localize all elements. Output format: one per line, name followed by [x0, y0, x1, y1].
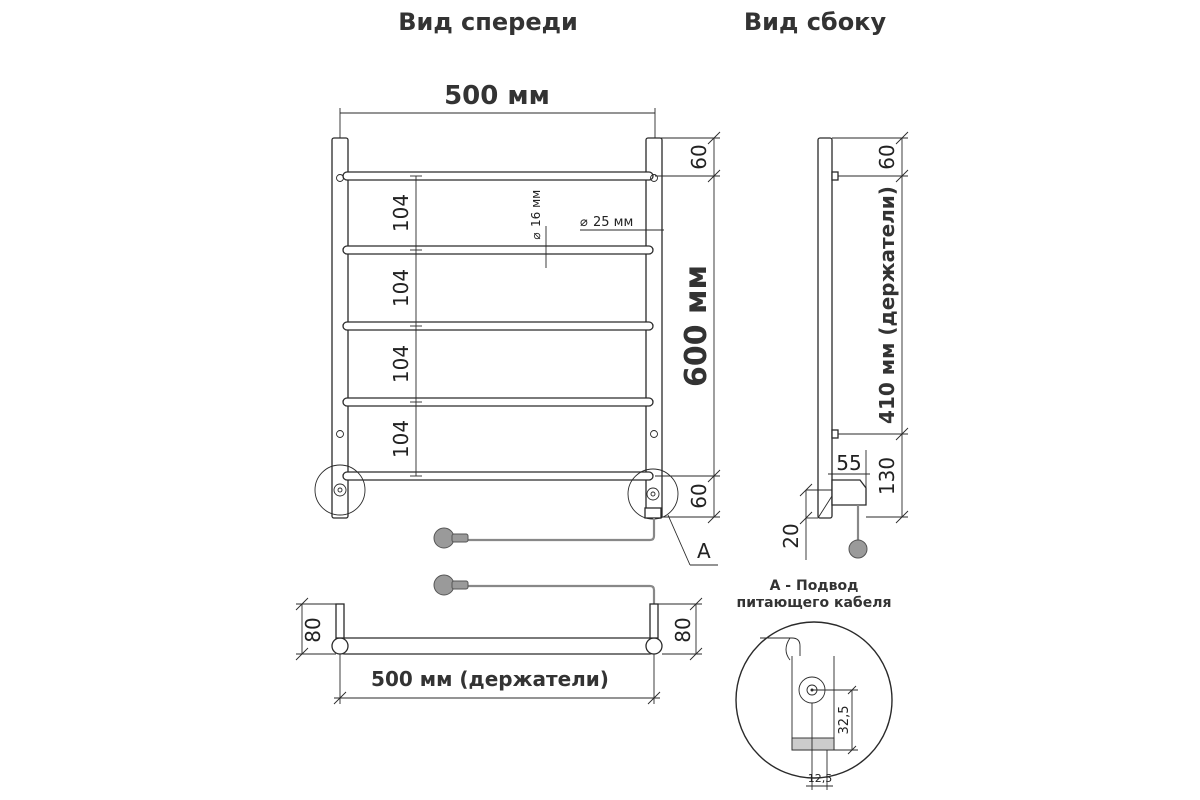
front-width-label: 500 мм	[444, 81, 550, 111]
bar-3	[342, 321, 654, 331]
side-holders-label: 410 мм (держатели)	[875, 186, 899, 424]
side-post	[817, 137, 833, 519]
detail-a: A - Подвод питающего кабеля 32,5 12,5	[735, 578, 893, 790]
top-bar	[336, 637, 658, 655]
side-view: 60 410 мм (держатели) 130 55 20	[779, 131, 909, 560]
side-top-gap-label: 60	[875, 144, 899, 169]
detail-circle	[735, 621, 893, 779]
mount-screw-icon	[650, 430, 658, 438]
left-base-circle	[314, 464, 366, 516]
detail-title-line2: питающего кабеля	[737, 595, 892, 611]
side-view-header: Вид сбоку	[744, 8, 887, 36]
spacing-label-2: 104	[389, 269, 413, 307]
bar-diameter-symbol: ⌀	[529, 232, 543, 239]
side-offset-label: 20	[779, 523, 803, 548]
spacing-label-3: 104	[389, 345, 413, 383]
bar-diameter-label: 16 мм	[529, 190, 543, 227]
bar-1	[342, 171, 654, 181]
bar-2	[342, 245, 654, 255]
top-left-depth-label: 80	[301, 617, 325, 642]
detail-height-label: 32,5	[837, 706, 852, 735]
detail-title-line1: A - Подвод	[770, 578, 859, 594]
plug-icon-top	[433, 574, 469, 596]
callout-a-label: A	[697, 539, 711, 563]
side-plug-icon	[848, 539, 868, 559]
top-right-depth-label: 80	[671, 617, 695, 642]
top-view: 80 80 500 мм (держатели)	[295, 574, 703, 705]
mount-screw-icon	[336, 174, 344, 182]
spacing-label-4: 104	[389, 420, 413, 458]
bar-4	[342, 397, 654, 407]
front-view-header: Вид спереди	[398, 8, 578, 36]
post-diameter-symbol: ⌀	[580, 215, 588, 230]
bar-5	[342, 471, 654, 481]
mount-screw-icon	[336, 430, 344, 438]
top-holders-label: 500 мм (держатели)	[371, 667, 609, 691]
plug-icon	[433, 527, 469, 549]
front-view: 500 мм 104 104 104 104	[314, 81, 721, 566]
post-diameter-label: 25 мм	[593, 215, 633, 230]
spacing-label-1: 104	[389, 194, 413, 232]
front-height-label: 600 мм	[679, 265, 714, 387]
mount-screw-icon	[650, 174, 658, 182]
detail-width-label: 12,5	[808, 772, 833, 785]
side-depth-label: 55	[836, 451, 861, 475]
front-top-gap-label: 60	[687, 144, 711, 169]
front-bottom-gap-label: 60	[687, 483, 711, 508]
side-bottom-gap-label: 130	[875, 457, 899, 495]
